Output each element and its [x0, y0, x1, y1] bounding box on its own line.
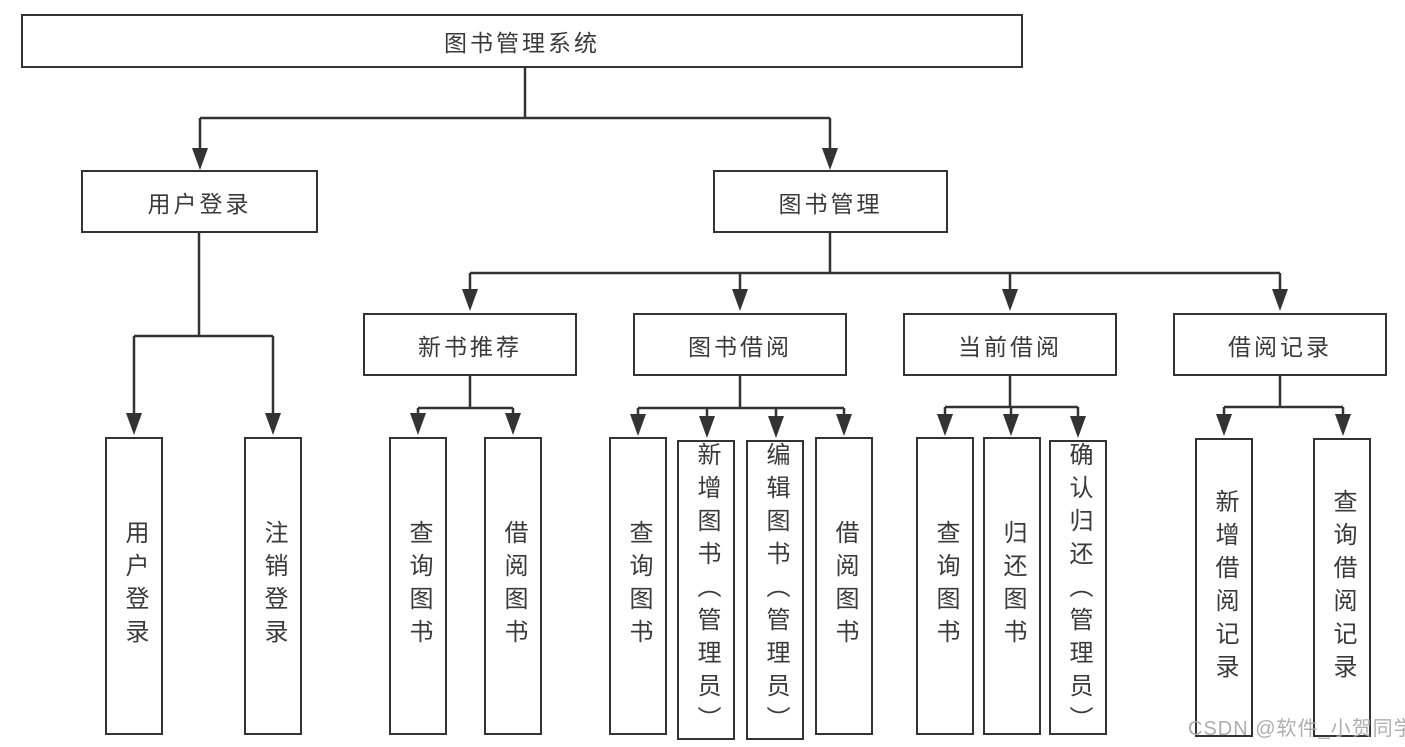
node-current-borrowing: 当前借阅 [903, 313, 1117, 376]
arrowheads [126, 148, 1351, 438]
node-book-management: 图书管理 [713, 170, 948, 233]
leaf-edit-books-admin-label: 编辑图书（管理员） [762, 442, 789, 739]
leaf-borrowing-borrow-books-label: 借阅图书 [831, 520, 858, 652]
leaf-confirm-return-admin-label: 确认归还（管理员） [1065, 442, 1092, 739]
node-root-label: 图书管理系统 [444, 30, 600, 56]
leaf-recommend-borrow-books-label: 借阅图书 [500, 520, 527, 652]
node-book-management-label: 图书管理 [778, 190, 883, 217]
leaf-query-borrow-record: 查询借阅记录 [1313, 438, 1371, 737]
leaf-edit-books-admin: 编辑图书（管理员） [746, 440, 804, 740]
leaf-add-borrow-record-label: 新增借阅记录 [1211, 488, 1238, 687]
node-borrowing-records-label: 借阅记录 [1228, 333, 1332, 360]
connector-strokes [132, 68, 1345, 419]
leaf-recommend-query-books: 查询图书 [389, 437, 447, 735]
leaf-recommend-borrow-books: 借阅图书 [484, 437, 542, 735]
node-user-login: 用户登录 [81, 170, 318, 233]
node-book-borrowing: 图书借阅 [633, 313, 847, 376]
leaf-user-login-label: 用户登录 [121, 520, 148, 652]
node-new-book-recommend: 新书推荐 [363, 313, 577, 376]
leaf-current-query-books: 查询图书 [916, 437, 974, 735]
node-current-borrowing-label: 当前借阅 [958, 333, 1062, 360]
leaf-borrowing-query-books: 查询图书 [609, 437, 667, 735]
csdn-watermark: CSDN @软件_小贺同学 [1188, 718, 1405, 740]
leaf-user-login: 用户登录 [105, 437, 163, 735]
leaf-borrowing-borrow-books: 借阅图书 [815, 437, 873, 735]
leaf-logout-label: 注销登录 [260, 520, 287, 652]
leaf-add-books-admin-label: 新增图书（管理员） [693, 442, 720, 739]
leaf-add-books-admin: 新增图书（管理员） [677, 440, 735, 740]
node-root: 图书管理系统 [21, 14, 1023, 68]
node-book-borrowing-label: 图书借阅 [688, 333, 792, 360]
leaf-add-borrow-record: 新增借阅记录 [1195, 438, 1253, 737]
leaf-return-books: 归还图书 [983, 437, 1041, 735]
leaf-recommend-query-books-label: 查询图书 [405, 520, 432, 652]
node-new-book-recommend-label: 新书推荐 [418, 333, 522, 360]
leaf-confirm-return-admin: 确认归还（管理员） [1049, 440, 1107, 739]
leaf-query-borrow-record-label: 查询借阅记录 [1329, 488, 1356, 687]
leaf-logout: 注销登录 [244, 437, 302, 735]
node-user-login-label: 用户登录 [147, 190, 252, 217]
node-borrowing-records: 借阅记录 [1173, 313, 1387, 376]
leaf-return-books-label: 归还图书 [999, 520, 1026, 652]
leaf-current-query-books-label: 查询图书 [932, 520, 959, 652]
leaf-borrowing-query-books-label: 查询图书 [625, 520, 652, 652]
